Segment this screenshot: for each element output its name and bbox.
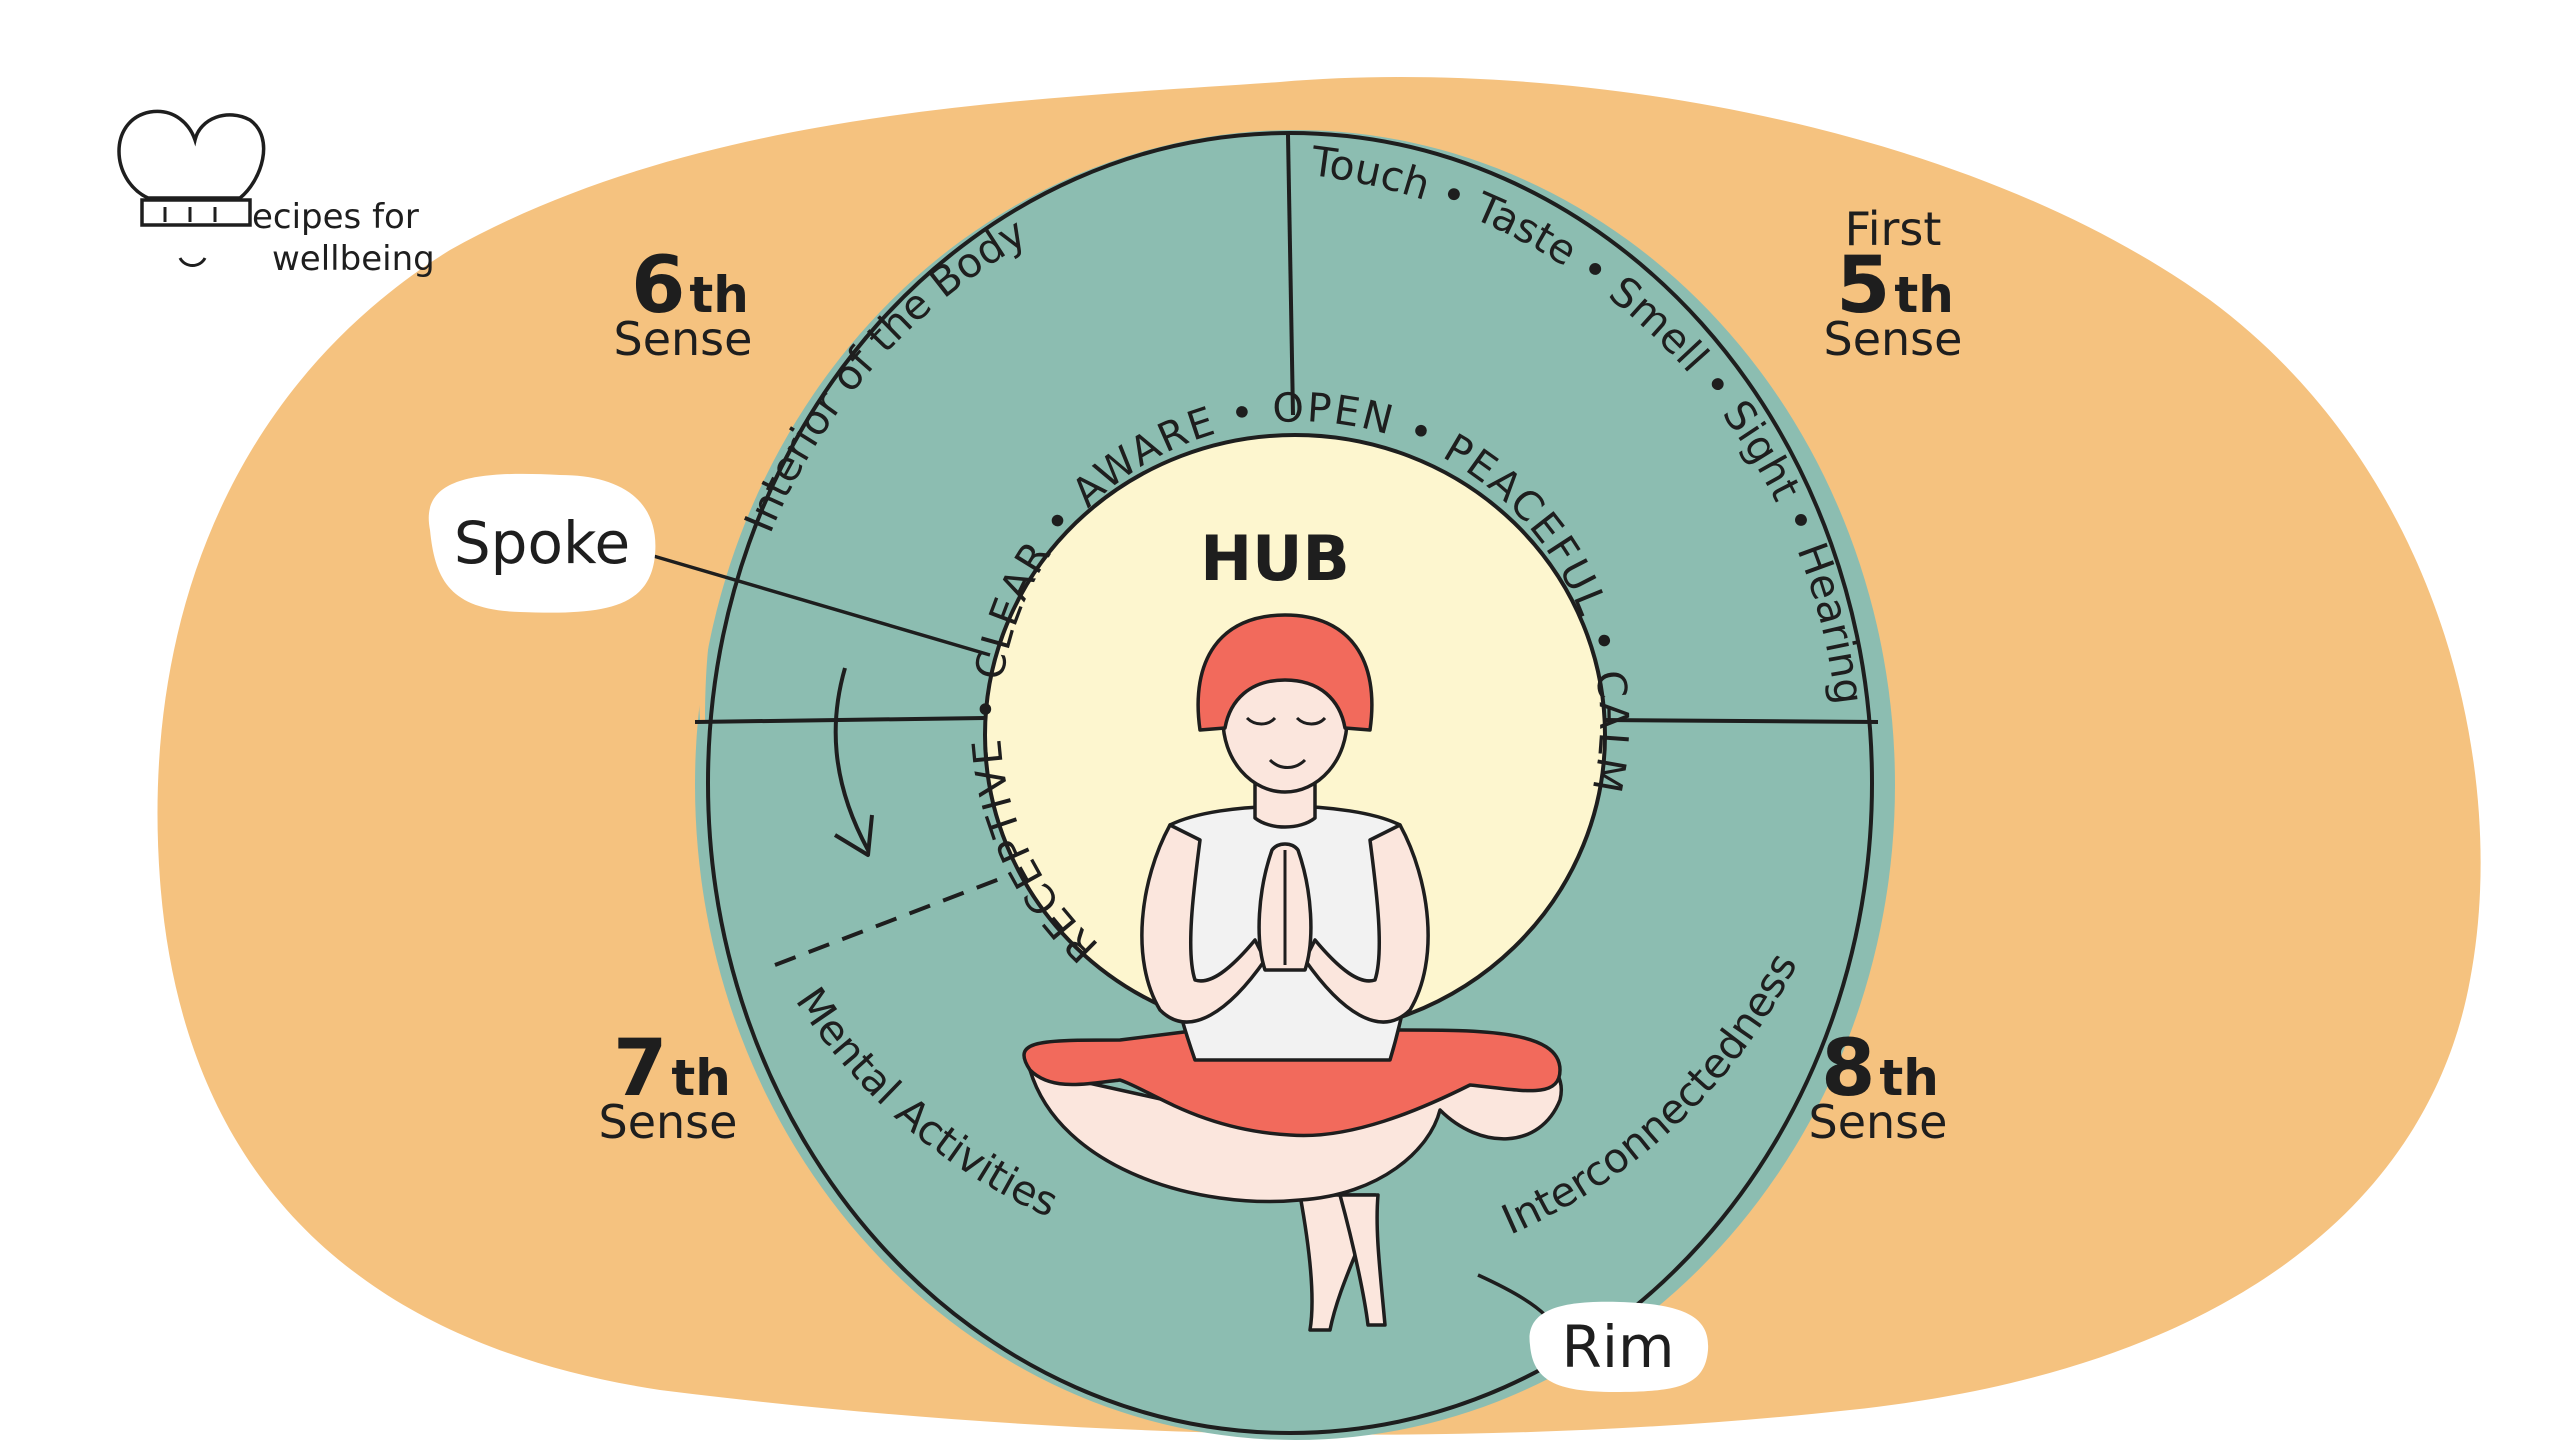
rotation-arrow-icon [833,667,870,851]
svg-text:5th: 5th [1836,241,1954,331]
recipes-for-wellbeing-logo: ecipes for wellbeing [117,109,435,279]
chef-hat-heart-icon [117,109,266,200]
wheel-edge-sliver [698,420,790,720]
rim-label: Rim [1562,1313,1675,1381]
spoke-left [694,716,986,724]
callout-spoke: Spoke [428,473,991,657]
sense-label-first-5th: First 5th Sense [1824,202,1963,366]
svg-text:Sense: Sense [1809,1095,1948,1149]
sense-label-7th: 7th Sense [599,1024,738,1149]
svg-text:8th: 8th [1821,1024,1939,1114]
person-right-arm [1303,823,1430,1024]
meditating-person [1022,613,1564,1332]
svg-text:7th: 7th [613,1024,731,1114]
sense-label-6th: 6th Sense [614,241,753,366]
sense-label-8th: 8th Sense [1809,1024,1948,1149]
svg-text:Sense: Sense [1824,312,1963,366]
spoke-right [1599,718,1879,724]
svg-text:Sense: Sense [614,312,753,366]
hub-title: HUB [1200,522,1350,595]
rim-outline [706,131,1874,1435]
logo-line2: wellbeing [272,239,435,279]
svg-text:Sense: Sense [599,1095,738,1149]
svg-text:First: First [1845,202,1942,256]
callout-rim: Rim [1477,1273,1709,1392]
spoke-label: Spoke [454,509,630,577]
person-shorts [1022,1028,1562,1138]
spoke-top [1286,134,1295,416]
logo-line1: ecipes for [252,197,419,237]
svg-text:6th: 6th [631,241,749,331]
person-hair [1196,613,1374,732]
person-left-arm [1140,823,1267,1024]
rotation-arrowhead-icon [833,814,874,857]
spoke-dashed [774,873,1011,967]
